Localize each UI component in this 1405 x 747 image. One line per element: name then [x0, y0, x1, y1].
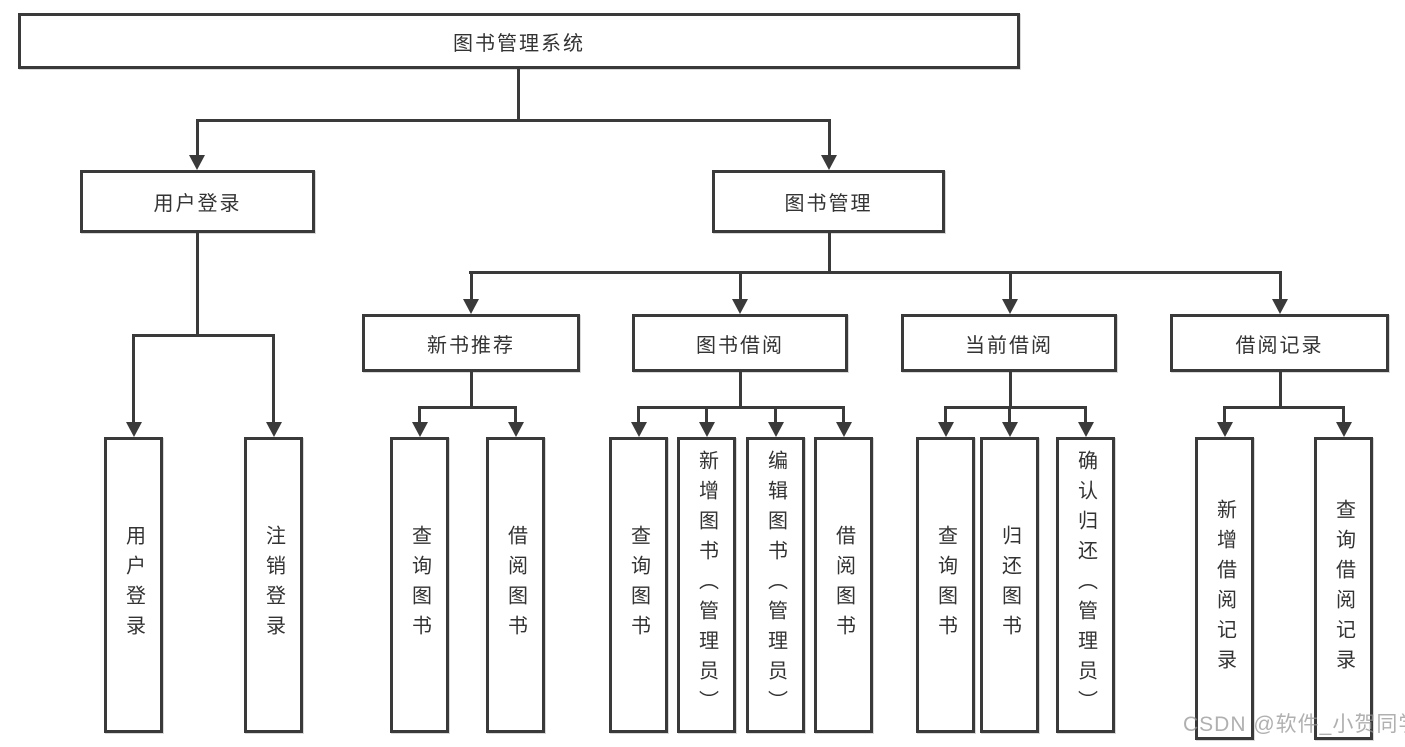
branch-line	[132, 334, 135, 424]
leaf-confirm-return: 确认归还（管理员）	[1056, 437, 1115, 733]
arrow-down-icon	[1077, 422, 1094, 437]
branch-line	[469, 271, 473, 301]
arrow-down-icon	[1001, 422, 1018, 437]
leaf-query-borrow-record: 查询借阅记录	[1314, 437, 1373, 740]
branch-line	[1342, 406, 1345, 424]
branch-line	[272, 334, 275, 424]
branch-line	[842, 406, 845, 424]
leaf-query-book-3: 查询图书	[916, 437, 975, 733]
node-borrow-record: 借阅记录	[1170, 314, 1389, 372]
horizontal-line	[469, 271, 1282, 274]
trunk-line	[196, 232, 199, 337]
node-new-book-rec-label: 新书推荐	[427, 334, 515, 357]
arrow-down-icon	[698, 422, 715, 437]
arrow-down-icon	[507, 422, 524, 437]
leaf-return-book-label: 归还图书	[998, 525, 1021, 645]
node-user-login: 用户登录	[80, 170, 315, 233]
leaf-add-borrow-record-label: 新增借阅记录	[1213, 498, 1236, 679]
arrow-down-icon	[1335, 422, 1352, 437]
leaf-add-book: 新增图书（管理员）	[677, 437, 736, 733]
leaf-edit-book-label: 编辑图书（管理员）	[764, 450, 787, 720]
leaf-edit-book: 编辑图书（管理员）	[746, 437, 805, 733]
trunk-line	[517, 69, 520, 121]
arrow-down-icon	[732, 299, 748, 314]
branch-line	[637, 406, 640, 424]
arrow-down-icon	[265, 422, 282, 437]
branch-line	[738, 271, 742, 301]
arrow-down-icon	[821, 155, 837, 170]
branch-line	[514, 406, 517, 424]
arrow-down-icon	[1002, 299, 1018, 314]
node-book-borrow-label: 图书借阅	[696, 334, 784, 357]
branch-line	[195, 119, 199, 157]
branch-line	[1223, 406, 1226, 424]
leaf-logout: 注销登录	[244, 437, 303, 733]
leaf-query-book-3-label: 查询图书	[934, 525, 957, 645]
arrow-down-icon	[630, 422, 647, 437]
branch-line	[1084, 406, 1087, 424]
horizontal-line	[196, 119, 831, 122]
horizontal-line	[637, 406, 845, 409]
leaf-add-book-label: 新增图书（管理员）	[695, 450, 718, 720]
leaf-query-book-2-label: 查询图书	[627, 525, 650, 645]
arrow-down-icon	[937, 422, 954, 437]
leaf-query-book-1: 查询图书	[390, 437, 449, 733]
branch-line	[944, 406, 947, 424]
leaf-query-book-1-label: 查询图书	[408, 525, 431, 645]
arrow-down-icon	[411, 422, 428, 437]
node-new-book-rec: 新书推荐	[362, 314, 580, 372]
trunk-line	[738, 371, 742, 409]
node-book-mgmt: 图书管理	[712, 170, 945, 233]
leaf-borrow-book-2: 借阅图书	[814, 437, 873, 733]
leaf-query-book-2: 查询图书	[609, 437, 668, 733]
leaf-return-book: 归还图书	[980, 437, 1039, 733]
node-borrow-record-label: 借阅记录	[1235, 334, 1324, 357]
trunk-line	[828, 232, 831, 274]
node-root-label: 图书管理系统	[453, 32, 585, 55]
horizontal-line	[418, 406, 517, 409]
leaf-logout-label: 注销登录	[262, 525, 285, 645]
branch-line	[1278, 271, 1282, 301]
arrow-down-icon	[125, 422, 142, 437]
branch-line	[774, 406, 777, 424]
horizontal-line	[944, 406, 1087, 409]
node-root: 图书管理系统	[18, 13, 1020, 69]
trunk-line	[469, 371, 473, 409]
csdn-watermark: CSDN @软件_小贺同学	[1183, 713, 1405, 736]
leaf-borrow-book-1: 借阅图书	[486, 437, 545, 733]
arrow-down-icon	[1216, 422, 1233, 437]
branch-line	[1008, 406, 1011, 424]
node-current-borrow: 当前借阅	[901, 314, 1117, 372]
branch-line	[418, 406, 421, 424]
arrow-down-icon	[463, 299, 479, 314]
branch-line	[1008, 271, 1012, 301]
arrow-down-icon	[189, 155, 205, 170]
node-book-borrow: 图书借阅	[632, 314, 848, 372]
leaf-user-login: 用户登录	[104, 437, 163, 733]
horizontal-line	[131, 334, 275, 337]
leaf-borrow-book-2-label: 借阅图书	[832, 525, 855, 645]
node-book-mgmt-label: 图书管理	[784, 193, 873, 215]
leaf-add-borrow-record: 新增借阅记录	[1195, 437, 1254, 740]
node-user-login-label: 用户登录	[153, 193, 242, 215]
leaf-user-login-label: 用户登录	[122, 525, 145, 645]
node-current-borrow-label: 当前借阅	[965, 334, 1053, 357]
arrow-down-icon	[835, 422, 852, 437]
arrow-down-icon	[767, 422, 784, 437]
leaf-confirm-return-label: 确认归还（管理员）	[1074, 450, 1097, 720]
leaf-borrow-book-1-label: 借阅图书	[504, 525, 527, 645]
trunk-line	[1278, 371, 1282, 409]
trunk-line	[1008, 371, 1012, 409]
leaf-query-borrow-record-label: 查询借阅记录	[1332, 498, 1355, 679]
branch-line	[827, 119, 831, 157]
horizontal-line	[1223, 406, 1344, 409]
arrow-down-icon	[1272, 299, 1288, 314]
branch-line	[705, 406, 708, 424]
